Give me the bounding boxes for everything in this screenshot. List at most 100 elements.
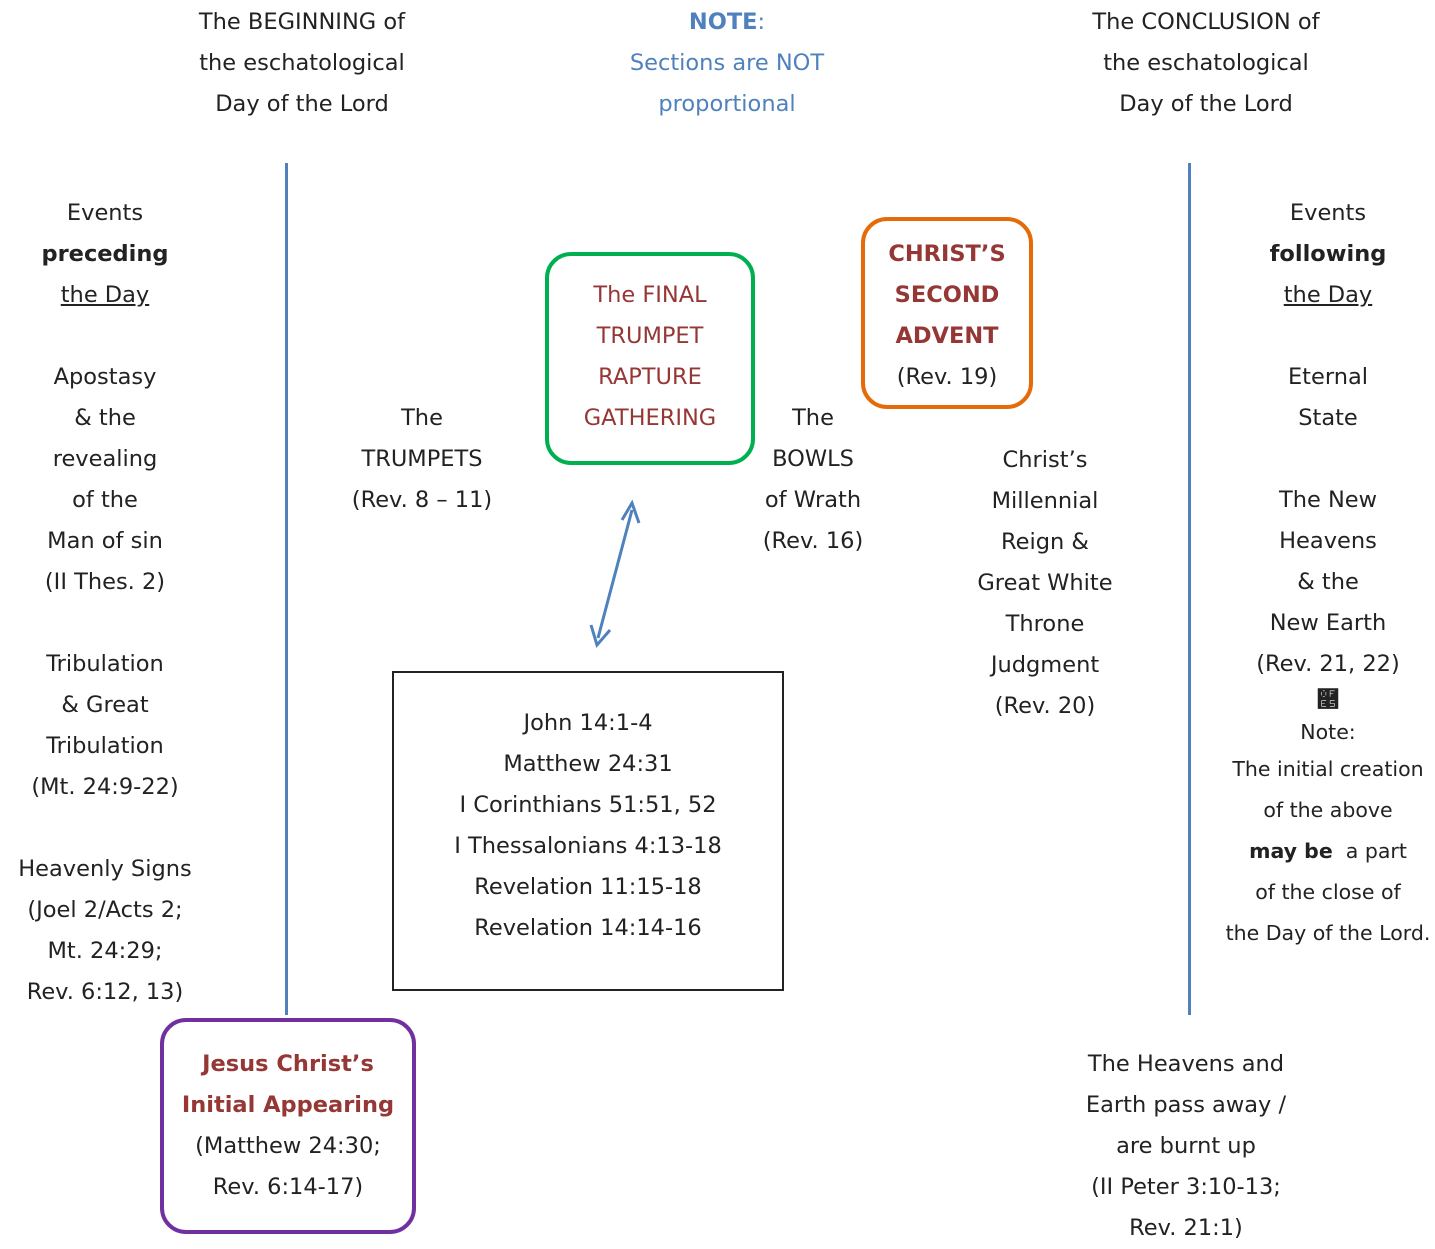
heavens-pass-line: are burnt up: [1116, 1133, 1256, 1159]
trumpets-line: The: [401, 405, 443, 431]
right-note-line: The initial creation: [1232, 757, 1424, 781]
reference-item: John 14:1-4: [523, 710, 653, 736]
right-note-label: Note:: [1300, 720, 1356, 744]
second-advent-title-line: SECOND: [894, 282, 1000, 308]
trumpets-line: TRUMPETS: [361, 446, 483, 472]
second-advent-title-line: ADVENT: [895, 323, 999, 349]
apostasy-line: & the: [74, 405, 136, 431]
note-label: NOTE: [688, 9, 758, 35]
note-line-2: proportional: [658, 91, 796, 117]
note-line-1: Sections are NOT: [629, 50, 825, 76]
note-colon: :: [757, 9, 766, 35]
bowls-line: of Wrath: [764, 487, 862, 513]
initial-appearing-ref-line: (Matthew 24:30;: [195, 1133, 381, 1159]
millennial-line: Millennial: [991, 488, 1099, 514]
reference-item: I Thessalonians 4:13-18: [454, 833, 722, 859]
references-list: John 14:1-4 Matthew 24:31 I Corinthians …: [392, 703, 784, 949]
heavens-pass-line: Earth pass away /: [1085, 1092, 1287, 1118]
right-following-label: following: [1269, 241, 1387, 267]
tribulation-line: Tribulation: [46, 651, 164, 677]
beginning-heading: The BEGINNING of the eschatological Day …: [152, 2, 452, 125]
final-trumpet-line: GATHERING: [583, 405, 717, 431]
left-events-label: Events: [66, 200, 144, 226]
down-arrow-icon: ࿥: [1316, 687, 1340, 713]
bowls-line: BOWLS: [772, 446, 854, 472]
new-heavens-line: The New: [1278, 487, 1378, 513]
reference-item: I Corinthians 51:51, 52: [459, 792, 717, 818]
initial-appearing-text: Jesus Christ’s Initial Appearing (Matthe…: [160, 1044, 416, 1208]
beginning-divider-line: [285, 163, 288, 1015]
trumpets-label: The TRUMPETS (Rev. 8 – 11): [322, 398, 522, 521]
final-trumpet-box: [545, 252, 755, 465]
signs-line: Heavenly Signs: [18, 856, 192, 882]
eternal-line: Eternal: [1287, 364, 1369, 390]
tribulation-line: Tribulation: [46, 733, 164, 759]
references-box: [392, 671, 784, 991]
beginning-line-2: the eschatological: [199, 50, 405, 76]
final-trumpet-line: RAPTURE: [598, 364, 702, 390]
heavens-pass-line: Rev. 21:1): [1129, 1215, 1243, 1241]
millennial-line: Judgment: [990, 652, 1100, 678]
tribulation-line: (Mt. 24:9-22): [31, 774, 179, 800]
signs-line: Rev. 6:12, 13): [26, 979, 184, 1005]
new-heavens-line: & the: [1297, 569, 1359, 595]
millennial-line: Great White: [977, 570, 1113, 596]
connector-line: [596, 509, 634, 639]
left-the-day-label: the Day: [60, 282, 150, 308]
conclusion-heading: The CONCLUSION of the eschatological Day…: [1056, 2, 1356, 125]
conclusion-line-3: Day of the Lord: [1119, 91, 1293, 117]
reference-item: Matthew 24:31: [503, 751, 673, 777]
millennial-line: Reign &: [1001, 529, 1089, 555]
apostasy-line: of the: [72, 487, 138, 513]
reference-item: Revelation 11:15-18: [474, 874, 702, 900]
right-note-line: of the above: [1263, 798, 1393, 822]
right-note-part: a part: [1332, 839, 1407, 863]
right-note-line: the Day of the Lord.: [1225, 921, 1431, 945]
final-trumpet-text: The FINAL TRUMPET RAPTURE GATHERING: [550, 275, 750, 439]
second-advent-title-line: CHRIST’S: [888, 241, 1006, 267]
left-preceding-label: preceding: [41, 241, 169, 267]
heavens-pass-label: The Heavens and Earth pass away / are bu…: [1056, 1044, 1316, 1249]
apostasy-line: Apostasy: [53, 364, 157, 390]
conclusion-line-1: The CONCLUSION of: [1092, 9, 1320, 35]
left-column: Events preceding the Day Apostasy & the …: [5, 193, 205, 1013]
second-advent-text: CHRIST’S SECOND ADVENT (Rev. 19): [867, 234, 1027, 398]
bowls-line: The: [792, 405, 834, 431]
signs-line: Mt. 24:29;: [47, 938, 163, 964]
initial-appearing-ref-line: Rev. 6:14-17): [212, 1174, 364, 1200]
beginning-line-1: The BEGINNING of: [198, 9, 406, 35]
final-trumpet-line: The FINAL: [593, 282, 707, 308]
apostasy-line: revealing: [52, 446, 158, 472]
second-advent-box: [861, 217, 1033, 409]
arrow-head-down-icon: [589, 624, 612, 649]
heavens-pass-line: (II Peter 3:10-13;: [1091, 1174, 1281, 1200]
millennial-label: Christ’s Millennial Reign & Great White …: [945, 440, 1145, 727]
reference-item: Revelation 14:14-16: [474, 915, 702, 941]
apostasy-line: Man of sin: [47, 528, 163, 554]
millennial-line: Christ’s: [1002, 447, 1088, 473]
conclusion-divider-line: [1188, 163, 1191, 1015]
bowls-line: (Rev. 16): [762, 528, 864, 554]
heavens-pass-line: The Heavens and: [1087, 1051, 1285, 1077]
bowls-label: The BOWLS of Wrath (Rev. 16): [738, 398, 888, 562]
millennial-line: (Rev. 20): [994, 693, 1096, 719]
final-trumpet-line: TRUMPET: [596, 323, 704, 349]
second-advent-ref: (Rev. 19): [896, 364, 998, 390]
eternal-line: State: [1298, 405, 1358, 431]
right-note-maybe: may be: [1249, 839, 1333, 863]
right-column: Events following the Day Eternal State T…: [1205, 193, 1435, 954]
initial-appearing-title-line: Jesus Christ’s: [202, 1051, 374, 1077]
new-heavens-line: Heavens: [1279, 528, 1377, 554]
beginning-line-3: Day of the Lord: [215, 91, 389, 117]
right-events-label: Events: [1289, 200, 1367, 226]
note-heading: NOTE: Sections are NOT proportional: [577, 2, 877, 125]
conclusion-line-2: the eschatological: [1103, 50, 1309, 76]
right-the-day-label: the Day: [1283, 282, 1373, 308]
arrow-head-up-icon: [620, 499, 641, 524]
millennial-line: Throne: [1005, 611, 1085, 637]
tribulation-line: & Great: [61, 692, 149, 718]
trumpets-line: (Rev. 8 – 11): [351, 487, 493, 513]
right-note-line: of the close of: [1255, 880, 1401, 904]
new-heavens-line: New Earth: [1269, 610, 1387, 636]
